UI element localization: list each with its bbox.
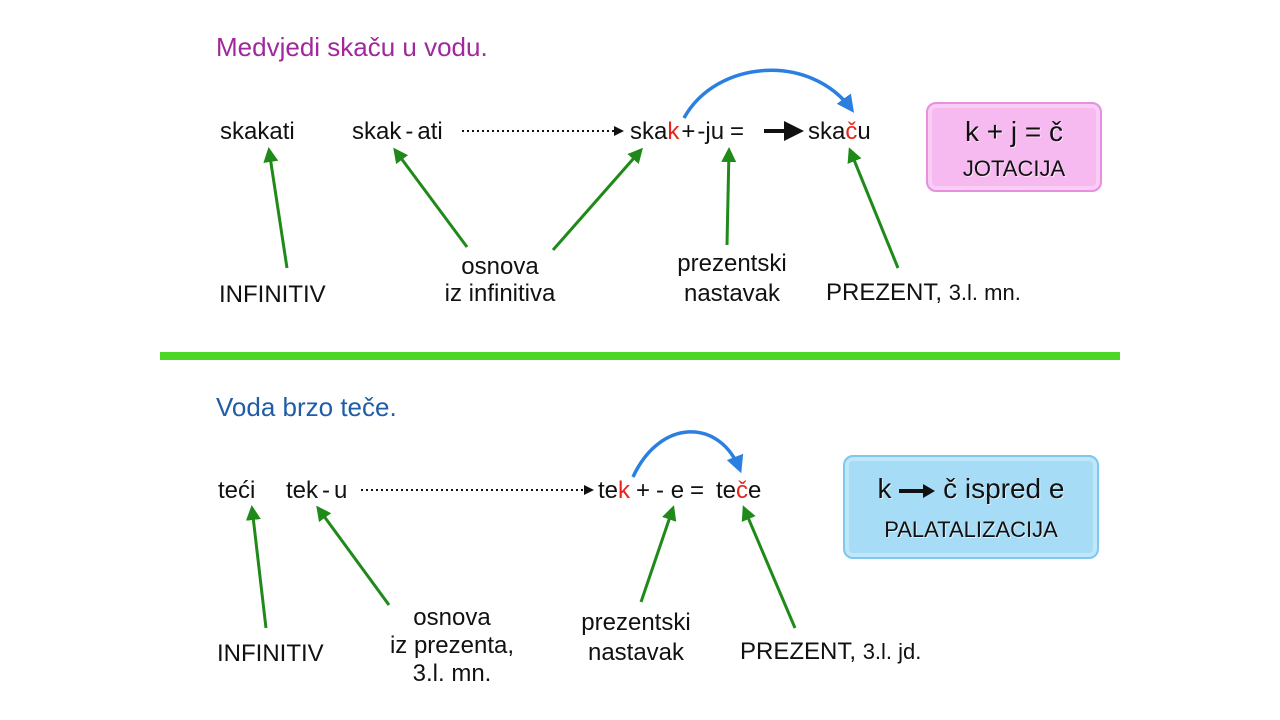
form-equals: = — [730, 118, 745, 145]
result-prefix: te — [716, 477, 737, 504]
stem-separator: - — [322, 477, 331, 504]
sentence-heading-1: Medvjedi skaču u vodu. — [216, 32, 488, 62]
green-arrow-icon — [721, 147, 737, 246]
label-suffix-line2: nastavak — [587, 639, 685, 666]
stem-text: skak — [352, 118, 402, 145]
form-consonant: k — [667, 118, 680, 145]
green-arrow-icon — [551, 147, 643, 251]
rule-formula: k + j = č — [964, 116, 1064, 147]
bold-arrow-icon — [899, 483, 936, 498]
label-infinitive: INFINITIV — [217, 640, 324, 667]
green-arrow-icon — [393, 147, 469, 248]
label-infinitive: INFINITIV — [219, 281, 326, 308]
stem-separator: - — [405, 118, 414, 145]
present-formation: tek+- e= — [598, 479, 704, 503]
stem-from-infinitive: skak-ati — [352, 120, 443, 144]
curved-blue-arrow-icon — [682, 68, 855, 119]
present-result: teče — [716, 479, 761, 503]
label-present: PREZENT, 3.l. mn. — [826, 281, 1021, 305]
present-person: 3.l. jd. — [862, 639, 922, 664]
green-arrow-icon — [263, 147, 289, 269]
label-present: PREZENT, 3.l. jd. — [740, 640, 921, 664]
label-stem-line2: iz prezenta, — [389, 632, 515, 659]
form-prefix: te — [598, 477, 619, 504]
form-equals: = — [690, 477, 705, 504]
rule-formula: k č ispred e — [845, 473, 1097, 505]
form-consonant: k — [618, 477, 631, 504]
form-ending: -ju — [697, 118, 725, 145]
label-stem-line1: osnova — [413, 604, 491, 631]
green-arrow-icon — [316, 505, 391, 606]
present-label: PREZENT, — [826, 279, 943, 306]
green-arrow-icon — [741, 505, 797, 629]
form-plus: + — [681, 118, 696, 145]
rule-box-jotacija: k + j = č JOTACIJA — [926, 102, 1102, 192]
rule-name: JOTACIJA — [962, 156, 1066, 181]
present-formation: skak+-ju= — [630, 120, 744, 144]
present-person: 3.l. mn. — [948, 280, 1021, 305]
form-ending: - e — [656, 477, 685, 504]
rule-right: č ispred e — [943, 473, 1065, 504]
stem-ending: ati — [417, 118, 443, 145]
form-prefix: ska — [630, 118, 668, 145]
result-suffix: u — [857, 118, 871, 145]
label-suffix-line1: prezentski — [677, 250, 787, 277]
rule-box-palatalizacija: k č ispred e PALATALIZACIJA — [843, 455, 1099, 559]
infinitive-word: teći — [218, 477, 256, 504]
present-result: skaču — [808, 120, 871, 144]
stem-from-present: tek-u — [286, 479, 347, 503]
result-prefix: ska — [808, 118, 846, 145]
result-consonant: č — [845, 118, 858, 145]
label-stem-line3: 3.l. mn. — [412, 660, 492, 687]
rule-name: PALATALIZACIJA — [884, 517, 1058, 542]
green-arrow-icon — [847, 147, 900, 269]
label-stem-line2: iz infinitiva — [444, 280, 556, 307]
label-suffix-line1: prezentski — [581, 609, 691, 636]
green-arrow-icon — [639, 505, 677, 603]
rule-left: k — [877, 473, 892, 504]
label-stem-line1: osnova — [461, 253, 539, 280]
result-suffix: e — [748, 477, 762, 504]
stem-ending: u — [334, 477, 348, 504]
infinitive-word: skakati — [220, 118, 295, 145]
curved-blue-arrow-icon — [631, 430, 744, 478]
present-label: PREZENT, — [740, 638, 857, 665]
stem-text: tek — [286, 477, 319, 504]
green-arrow-icon — [245, 505, 268, 629]
form-plus: + — [636, 477, 651, 504]
label-suffix-line2: nastavak — [683, 280, 781, 307]
sentence-heading-2: Voda brzo teče. — [216, 392, 397, 422]
result-consonant: č — [736, 477, 749, 504]
